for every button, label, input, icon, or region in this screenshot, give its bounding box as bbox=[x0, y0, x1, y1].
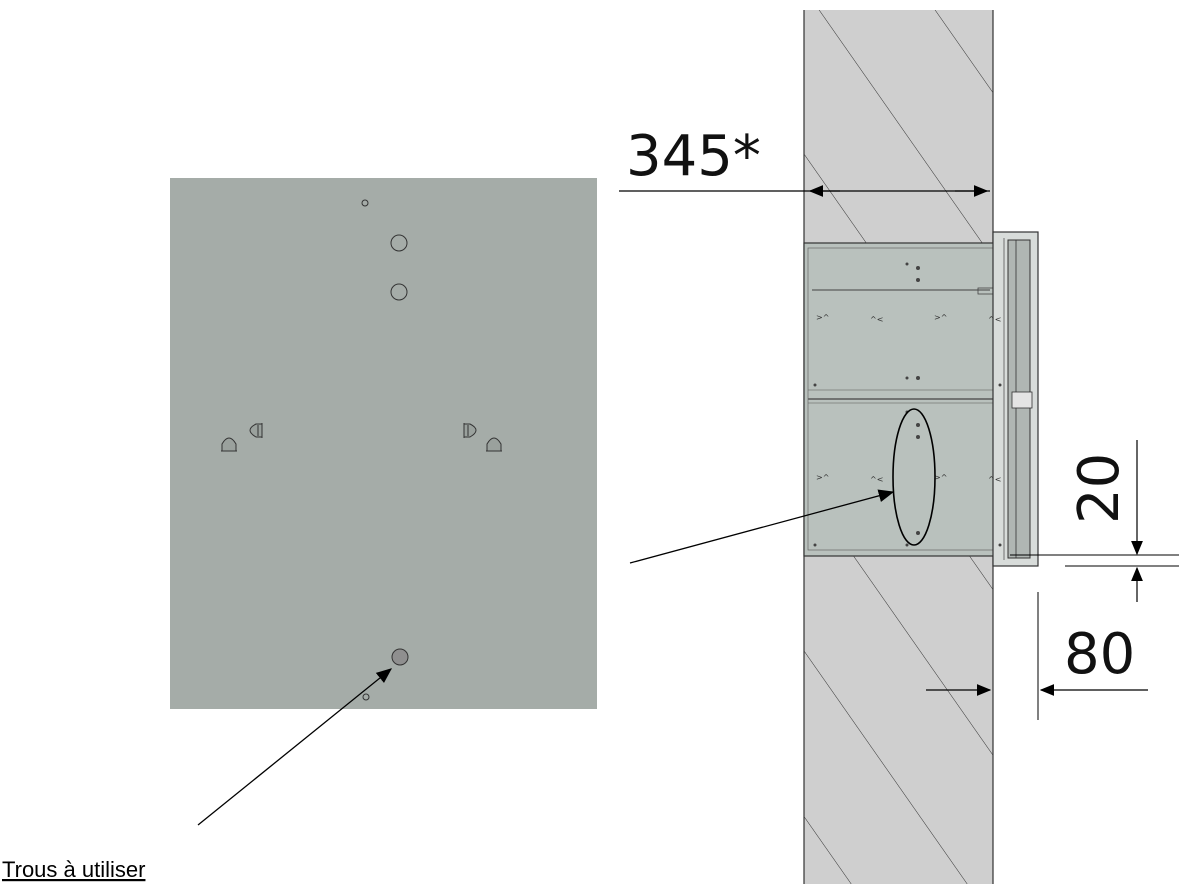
hole-to-use bbox=[391, 648, 409, 666]
svg-text:345*: 345* bbox=[626, 124, 761, 189]
small-hole-bottom bbox=[362, 693, 370, 701]
dimension-wall-depth: 345* bbox=[619, 124, 990, 197]
small-hole-top bbox=[361, 199, 369, 207]
caption-holes-to-use: Trous à utiliser bbox=[2, 857, 145, 882]
svg-text:^<: ^< bbox=[870, 475, 883, 484]
back-plate bbox=[170, 178, 597, 709]
svg-text:20: 20 bbox=[1067, 453, 1132, 524]
svg-text:>^: >^ bbox=[816, 473, 829, 482]
dimension-top-gap: 20 bbox=[1010, 440, 1179, 602]
left-clip-icon bbox=[221, 423, 263, 452]
hole-upper bbox=[390, 234, 408, 252]
mailbox-unit: >^ ^< >^ ^< >^ ^< >^ ^< bbox=[803, 231, 1039, 567]
svg-text:>^: >^ bbox=[816, 313, 829, 322]
svg-text:^<: ^< bbox=[988, 315, 1001, 324]
highlight-ellipse bbox=[892, 408, 936, 546]
right-clip-icon bbox=[463, 423, 502, 452]
svg-text:>^: >^ bbox=[934, 313, 947, 322]
hole-middle bbox=[390, 283, 408, 301]
pointer-arrow-hole bbox=[197, 668, 393, 826]
svg-text:80: 80 bbox=[1064, 622, 1135, 687]
svg-text:^<: ^< bbox=[988, 475, 1001, 484]
pointer-arrow-ellipse bbox=[629, 489, 895, 564]
svg-text:>^: >^ bbox=[934, 473, 947, 482]
dimension-overhang: 80 bbox=[926, 592, 1148, 720]
svg-text:^<: ^< bbox=[870, 315, 883, 324]
